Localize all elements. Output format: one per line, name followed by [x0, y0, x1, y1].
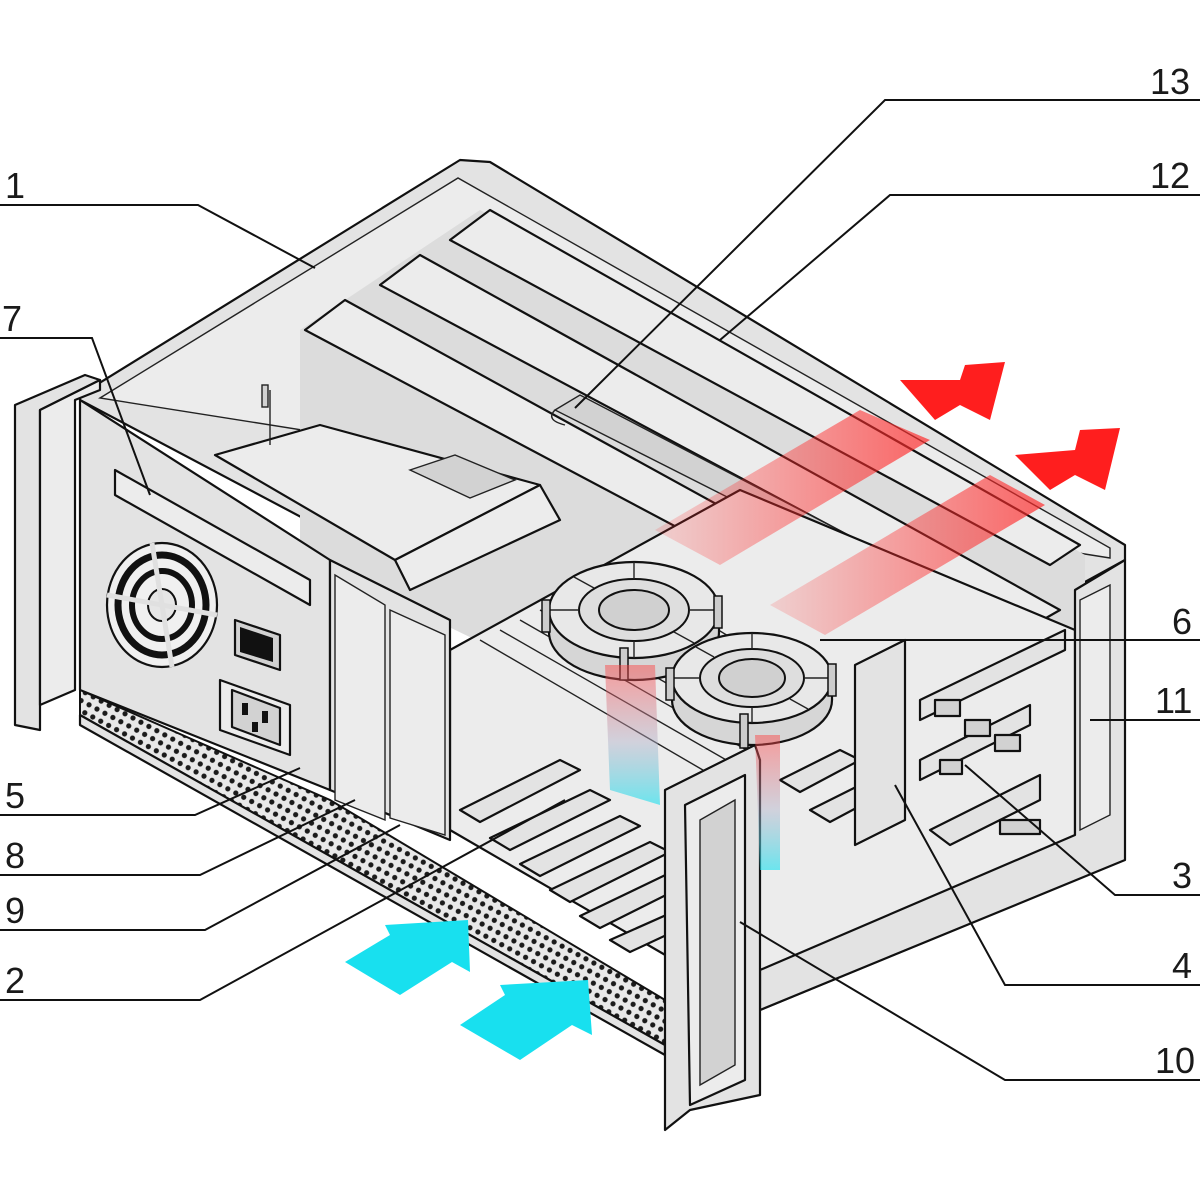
exhaust-arrow-2: [1015, 428, 1120, 490]
cooling-fan-1: [541, 560, 723, 682]
callout-9: 9: [5, 890, 25, 931]
intake-arrow-2: [460, 980, 592, 1060]
intake-arrow-1: [345, 920, 470, 995]
exhaust-airflow-1: [655, 362, 1005, 565]
airflow-down-1: [605, 665, 660, 805]
callout-13: 13: [1150, 61, 1190, 102]
callout-11: 11: [1155, 680, 1192, 721]
exhaust-airflow-2: [770, 428, 1120, 635]
leader-lines: [0, 99, 1200, 1081]
leader-2: [0, 799, 566, 1001]
callout-12: 12: [1150, 155, 1190, 196]
intake-arrows: [345, 920, 592, 1060]
callout-4: 4: [1172, 945, 1192, 986]
power-socket-icon: [218, 678, 292, 757]
callout-7: 7: [2, 298, 22, 339]
leader-10: [739, 921, 1200, 1081]
rear-side-panel: [758, 558, 1127, 1012]
callout-8: 8: [5, 835, 25, 876]
callout-10: 10: [1155, 1040, 1195, 1081]
cooling-fan-2: [665, 631, 837, 749]
power-switch-icon: [233, 618, 282, 672]
psu-bay: [213, 384, 562, 592]
psu-fan-icon: [105, 541, 219, 669]
callout-labels: 1 7 5 8 9 2 13 12 6 11 3 4 10: [2, 61, 1195, 1081]
leader-12: [719, 194, 1200, 341]
callout-6: 6: [1172, 601, 1192, 642]
connectors: [933, 698, 1042, 836]
callout-3: 3: [1172, 855, 1192, 896]
leader-4: [894, 784, 1200, 986]
leader-1: [0, 204, 316, 269]
front-door: [663, 743, 762, 1132]
airflow-down-2: [755, 735, 780, 870]
exhaust-arrow-1: [900, 362, 1005, 420]
leader-9: [0, 824, 401, 931]
leader-8: [0, 799, 356, 876]
leader-13: [574, 99, 1200, 409]
callout-2: 2: [5, 960, 25, 1001]
front-face: [78, 398, 452, 842]
callout-5: 5: [5, 775, 25, 816]
leader-7: [0, 337, 151, 496]
front-handle-left: [13, 373, 102, 732]
leader-3: [964, 764, 1200, 896]
leader-5: [0, 767, 301, 816]
callout-1: 1: [5, 165, 25, 206]
